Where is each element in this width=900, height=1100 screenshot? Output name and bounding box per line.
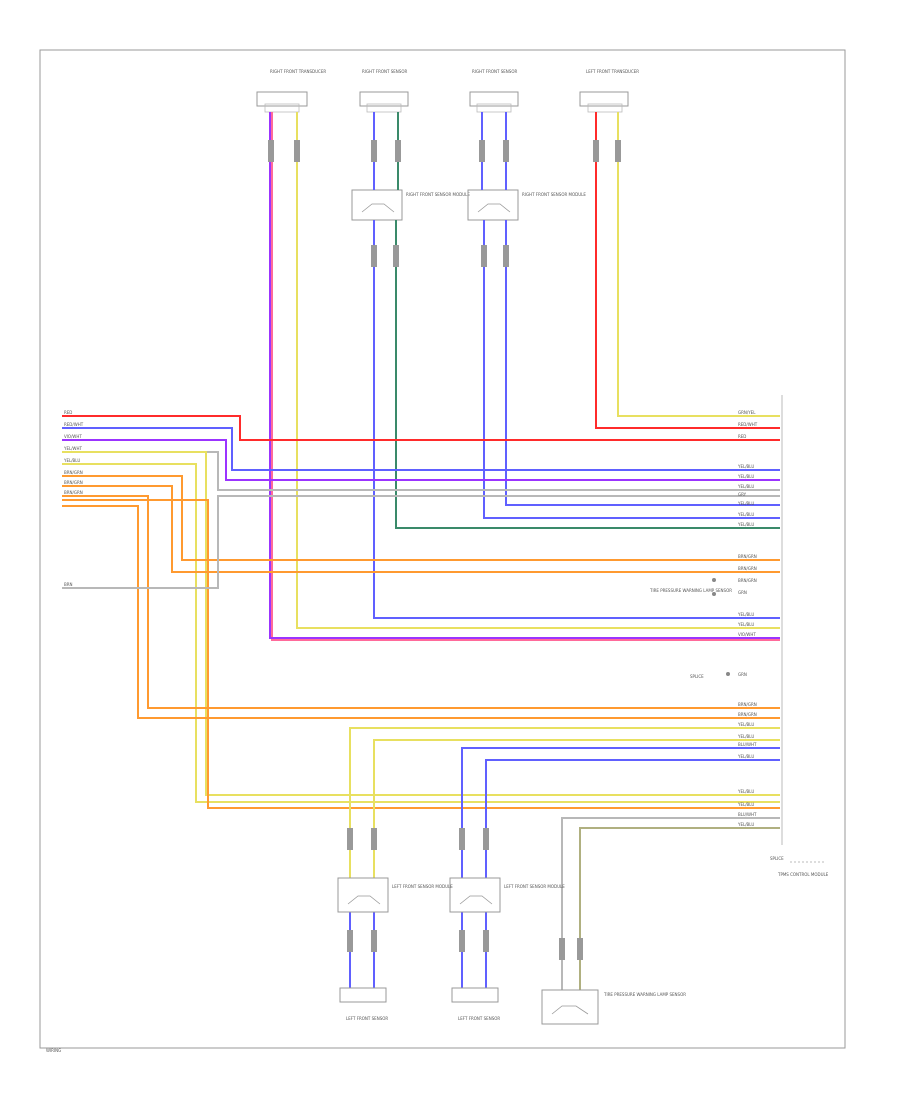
- sensor-module-2-label: RIGHT FRONT SENSOR MODULE: [522, 192, 586, 197]
- tire-pressure-label: TIRE PRESSURE WARNING LAMP SENSOR: [603, 992, 686, 997]
- right-wire-label: YEL/BLU: [737, 464, 754, 469]
- right-wire-label: YEL/BLU: [737, 622, 754, 627]
- right-wire-label: YEL/BLU: [737, 734, 754, 739]
- top-sensor-1-label: RIGHT FRONT SENSOR: [362, 69, 407, 74]
- right-wire-label: GRY: [738, 492, 747, 497]
- left-wire-label: YEL/WHT: [63, 446, 83, 451]
- left-wire-label: YEL/BLU: [63, 458, 80, 463]
- tire-pressure-lamp-note: TIRE PRESSURE WARNING LAMP SENSOR: [649, 588, 732, 593]
- top-left-transducer: RIGHT FRONT TRANSDUCER: [256, 69, 326, 113]
- splice-note: SPLICE: [690, 674, 704, 679]
- right-wire-label: BRN/GRN: [738, 702, 757, 707]
- right-wire-label: BRN/GRN: [738, 712, 757, 717]
- right-wire-label: BLU/WHT: [738, 812, 757, 817]
- right-wire-label: YEL/BLU: [737, 822, 754, 827]
- right-wire-label: BLU/WHT: [738, 742, 757, 747]
- bottom-module-1-label: LEFT FRONT SENSOR MODULE: [392, 884, 453, 889]
- right-wire-label: YEL/BLU: [737, 754, 754, 759]
- left-wire-label: RED: [64, 410, 72, 415]
- right-wire-label: GRN: [738, 672, 747, 677]
- top-right-transducer: LEFT FRONT TRANSDUCER: [579, 69, 639, 113]
- right-wire-label: YEL/BLU: [737, 484, 754, 489]
- bottom-sensor-2-label: LEFT FRONT SENSOR: [458, 1016, 500, 1021]
- left-wire-label: VIO/WHT: [64, 434, 82, 439]
- splice-label: SPLICE: [770, 856, 784, 861]
- right-wire-label: YEL/BLU: [737, 802, 754, 807]
- left-wire-label: BRN/GRN: [64, 480, 83, 485]
- left-wire-labels: RED RED/WHT VIO/WHT YEL/WHT YEL/BLU BRN/…: [63, 410, 84, 587]
- connector-markers-bottom: [347, 828, 583, 960]
- tire-pressure-sensor: TIRE PRESSURE WARNING LAMP SENSOR: [541, 989, 686, 1025]
- right-wire-label: YEL/BLU: [737, 522, 754, 527]
- right-wire-label: YEL/BLU: [737, 612, 754, 617]
- bottom-module-1: LEFT FRONT SENSOR MODULE: [337, 877, 453, 913]
- right-wire-label: BRN/GRN: [738, 566, 757, 571]
- left-ground-label: BRN: [64, 582, 73, 587]
- bottom-module-2-label: LEFT FRONT SENSOR MODULE: [504, 884, 565, 889]
- right-wire-label: YEL/BLU: [737, 474, 754, 479]
- diagram-frame: [39, 49, 846, 1049]
- top-left-transducer-label: RIGHT FRONT TRANSDUCER: [270, 69, 326, 74]
- left-bus-wires: [62, 415, 780, 809]
- right-wire-label: BRN/GRN: [738, 578, 757, 583]
- right-wire-label: YEL/BLU: [737, 789, 754, 794]
- bottom-module-2: LEFT FRONT SENSOR MODULE: [449, 877, 565, 913]
- left-wire-label: BRN/GRN: [64, 470, 83, 475]
- connector-markers-top: [268, 140, 621, 267]
- bottom-sensor-1-label: LEFT FRONT SENSOR: [346, 1016, 388, 1021]
- sensor-module-2: RIGHT FRONT SENSOR MODULE: [467, 189, 586, 221]
- left-wire-label: RED/WHT: [64, 422, 84, 427]
- right-wire-label: YEL/BLU: [737, 512, 754, 517]
- connector-block: SPLICE TPMS CONTROL MODULE: [770, 395, 829, 877]
- top-sensor-2-label: RIGHT FRONT SENSOR: [472, 69, 517, 74]
- connector-labels: GRN/YEL RED/WHT RED YEL/BLU YEL/BLU YEL/…: [737, 410, 758, 827]
- top-sensor-2: RIGHT FRONT SENSOR: [469, 69, 519, 113]
- right-wire-label: RED/WHT: [738, 422, 758, 427]
- footer-label: WIRING: [46, 1048, 61, 1053]
- top-sensor-1: RIGHT FRONT SENSOR: [359, 69, 409, 113]
- right-wire-label: GRN: [738, 590, 747, 595]
- top-right-transducer-label: LEFT FRONT TRANSDUCER: [586, 69, 639, 74]
- sensor-module-1-label: RIGHT FRONT SENSOR MODULE: [406, 192, 470, 197]
- left-wire-label: BRN/GRN: [64, 490, 83, 495]
- bottom-sensor-2: LEFT FRONT SENSOR: [451, 987, 500, 1021]
- right-wire-label: RED: [738, 434, 746, 439]
- side-notes: TIRE PRESSURE WARNING LAMP SENSOR SPLICE: [649, 578, 732, 679]
- right-wire-label: VIO/WHT: [738, 632, 756, 637]
- right-wire-label: GRN/YEL: [738, 410, 756, 415]
- sensor-module-1: RIGHT FRONT SENSOR MODULE: [351, 189, 470, 221]
- connector-block-label: TPMS CONTROL MODULE: [777, 872, 829, 877]
- right-wire-label: YEL/BLU: [737, 501, 754, 506]
- bottom-sensor-1: LEFT FRONT SENSOR: [339, 987, 388, 1021]
- right-wire-label: YEL/BLU: [737, 722, 754, 727]
- right-wire-label: BRN/GRN: [738, 554, 757, 559]
